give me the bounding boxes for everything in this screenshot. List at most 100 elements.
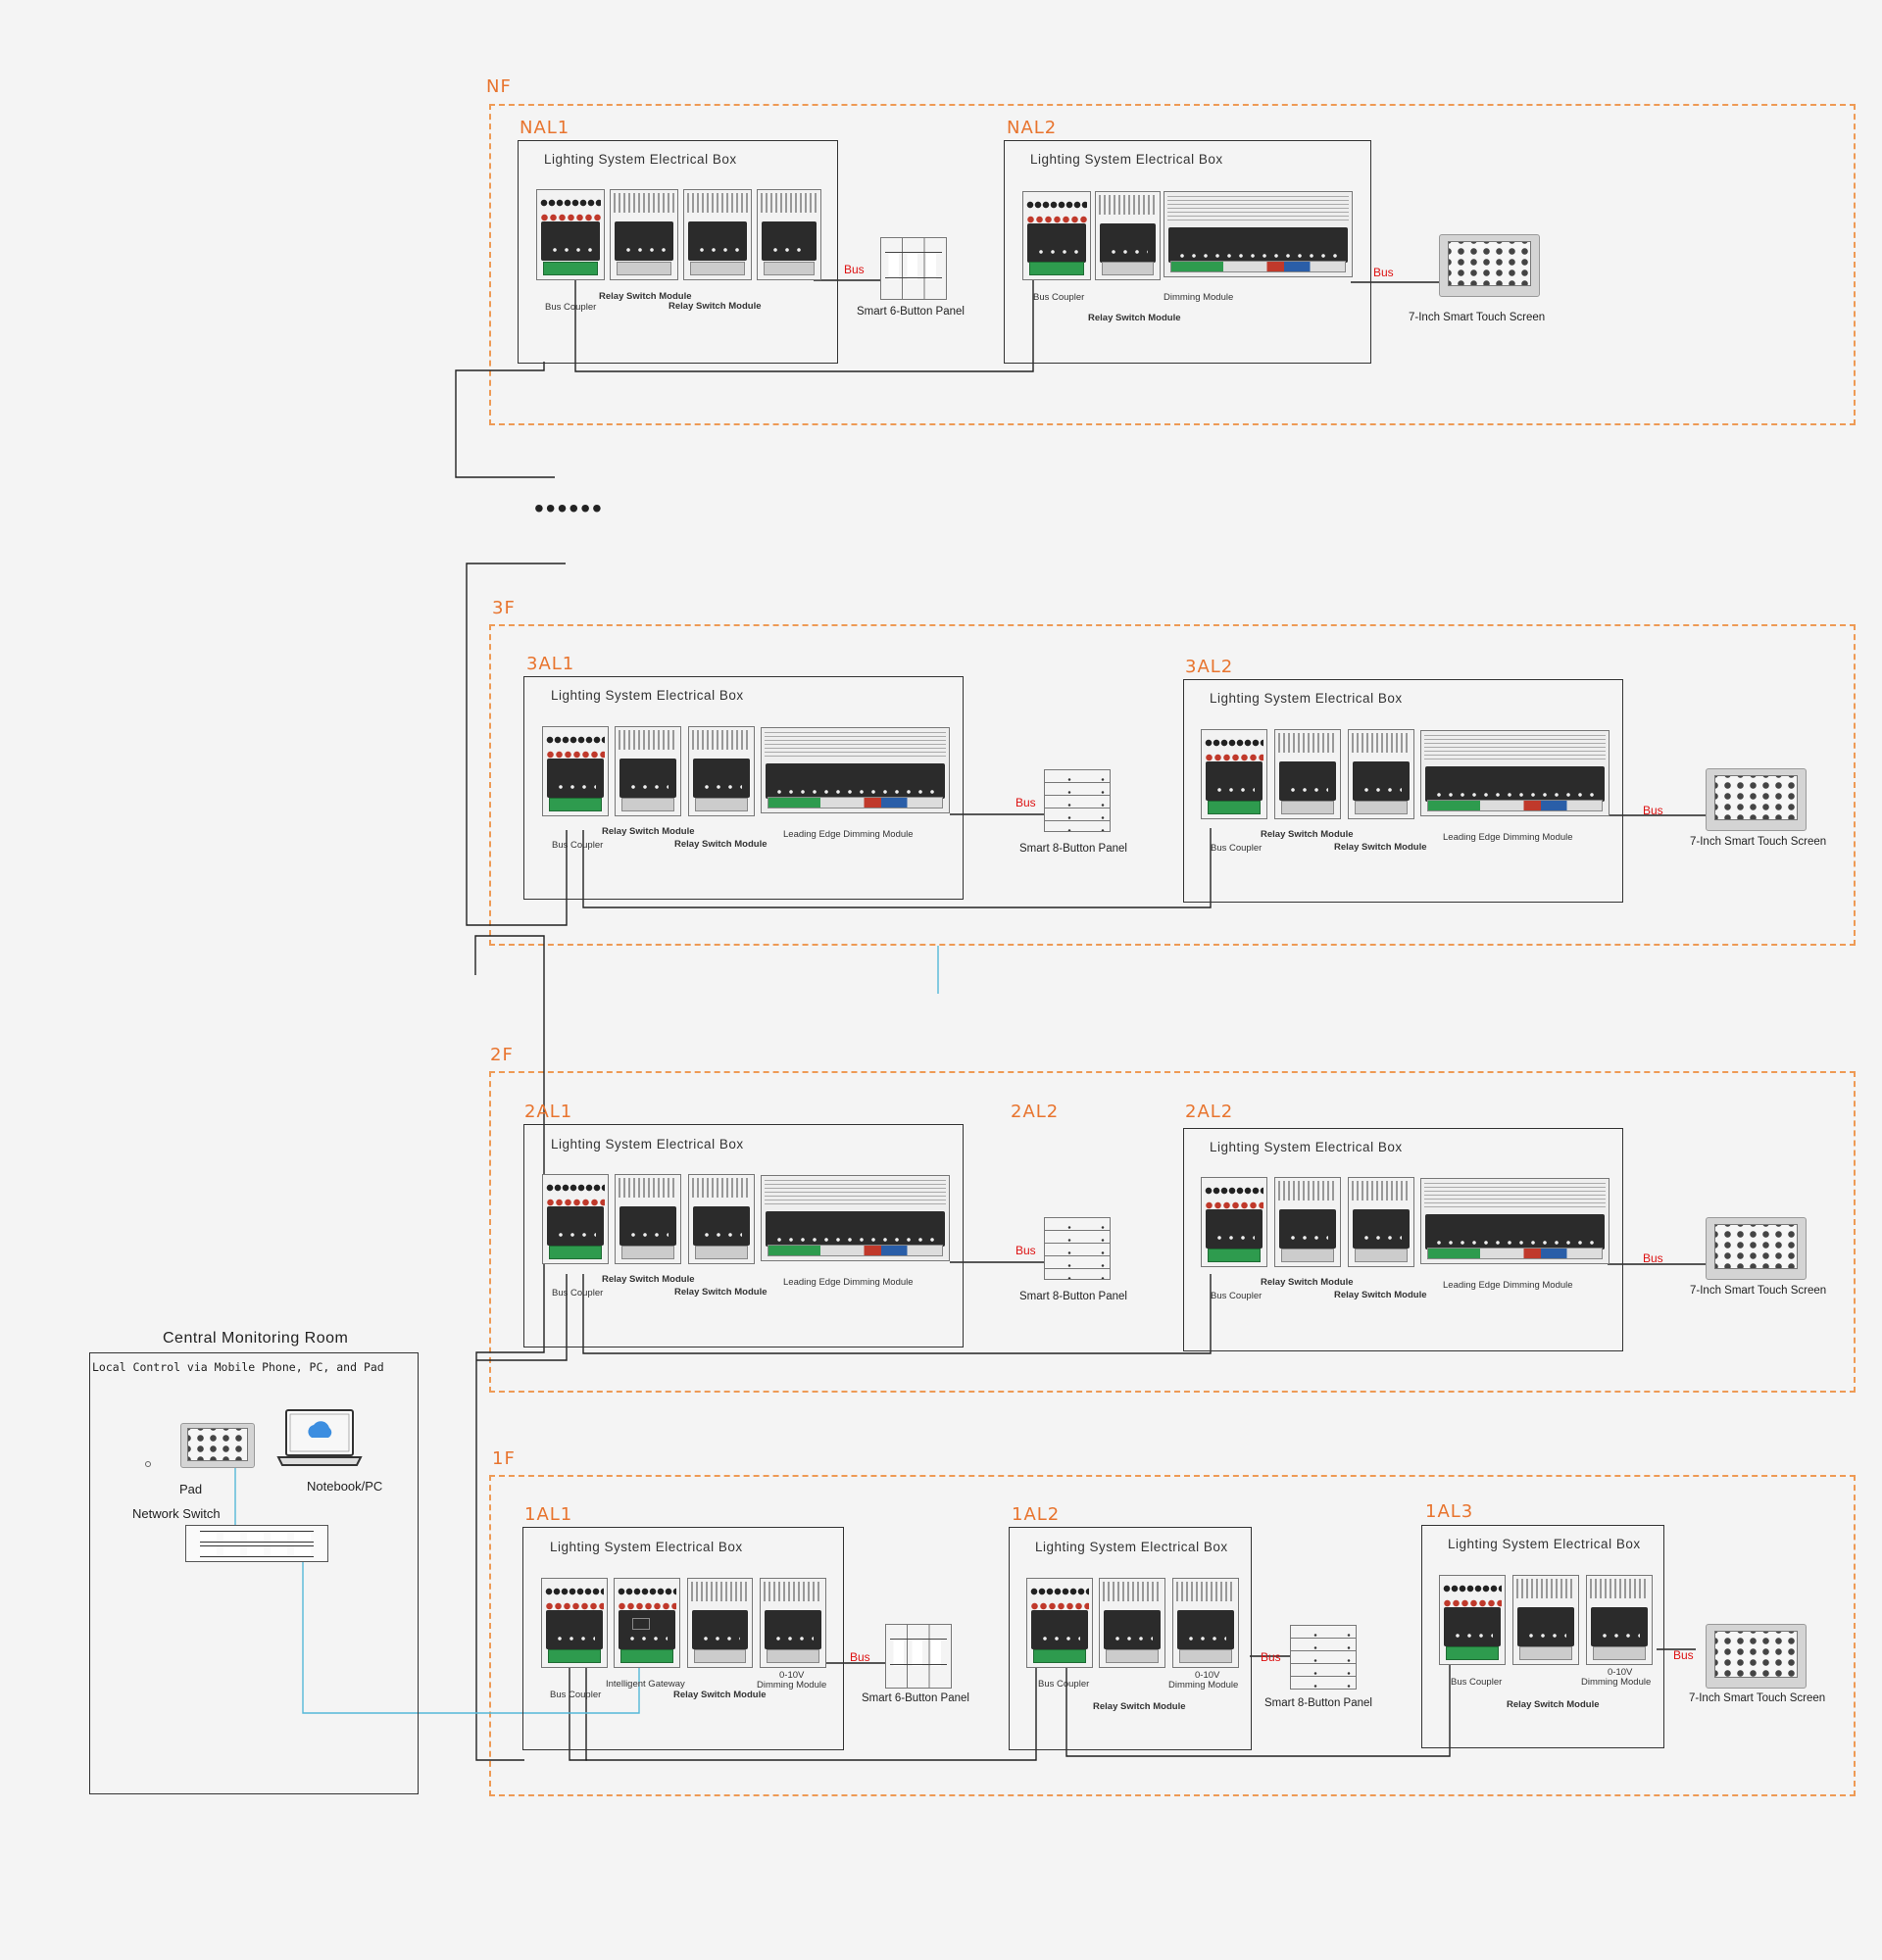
3al1-label-bus-coupler: Bus Coupler <box>552 840 604 851</box>
2al2-extra-label: 2AL2 <box>1011 1102 1060 1122</box>
1al1-label: 1AL1 <box>524 1504 573 1525</box>
1al2-label: 1AL2 <box>1012 1504 1061 1525</box>
1al3-electrical-box <box>1421 1525 1664 1748</box>
2al2-electrical-box <box>1183 1128 1623 1351</box>
1al1-label-dimming: Dimming Module <box>757 1680 827 1690</box>
3al1-label-relay-2: Relay Switch Module <box>674 839 768 850</box>
1al2-smart-8-button-panel <box>1290 1625 1357 1690</box>
nal1-label-relay-2: Relay Switch Module <box>669 301 762 312</box>
nal1-relay-module-2 <box>683 189 752 280</box>
3al2-label-bus-coupler: Bus Coupler <box>1211 843 1263 854</box>
2al2-bus-coupler <box>1201 1177 1267 1267</box>
1al1-relay-module <box>687 1578 753 1668</box>
2al1-label-relay-2: Relay Switch Module <box>674 1287 768 1298</box>
nal2-label-dimming: Dimming Module <box>1164 292 1234 303</box>
notebook-label: Notebook/PC <box>307 1479 383 1494</box>
2al2-label-dimming: Leading Edge Dimming Module <box>1443 1280 1573 1291</box>
3al1-electrical-box <box>523 676 964 900</box>
3al2-label-relay-2: Relay Switch Module <box>1334 842 1427 853</box>
2al2-label: 2AL2 <box>1185 1102 1234 1122</box>
network-switch-label: Network Switch <box>132 1506 221 1521</box>
1al2-bus-coupler <box>1026 1578 1093 1668</box>
3al2-7-inch-touch-screen <box>1706 768 1807 831</box>
1al1-panel-label: Smart 6-Button Panel <box>862 1692 969 1704</box>
1al3-panel-label: 7-Inch Smart Touch Screen <box>1689 1692 1826 1704</box>
1al2-bus-label: Bus <box>1261 1650 1281 1664</box>
1al1-label-0-10v: 0-10V <box>779 1670 805 1681</box>
nal2-label-relay: Relay Switch Module <box>1088 313 1181 323</box>
2al2-7-inch-touch-screen <box>1706 1217 1807 1280</box>
1al1-0-10v-dimming-module <box>760 1578 826 1668</box>
2al1-leading-edge-dimming-module <box>761 1175 950 1261</box>
nal2-label: NAL2 <box>1007 118 1058 138</box>
3al1-smart-8-button-panel <box>1044 769 1111 832</box>
3al2-relay-module-2 <box>1348 729 1414 819</box>
3al1-label-relay-1: Relay Switch Module <box>602 826 695 837</box>
nal1-relay-module-1 <box>610 189 678 280</box>
3al1-box-title: Lighting System Electrical Box <box>551 688 744 703</box>
1al3-0-10v-dimming-module <box>1586 1575 1653 1665</box>
floor-nf-label: NF <box>486 76 512 97</box>
nal2-7-inch-touch-screen <box>1439 234 1540 297</box>
3al1-label: 3AL1 <box>526 654 575 674</box>
2al1-box-title: Lighting System Electrical Box <box>551 1137 744 1152</box>
2al1-relay-module-1 <box>615 1174 681 1264</box>
1al2-box-title: Lighting System Electrical Box <box>1035 1540 1228 1554</box>
central-room-subtitle: Local Control via Mobile Phone, PC, and … <box>92 1360 384 1374</box>
1al1-label-gateway: Intelligent Gateway <box>606 1679 685 1690</box>
nal1-smart-6-button-panel <box>880 237 947 300</box>
2al2-relay-module-1 <box>1274 1177 1341 1267</box>
2al2-bus-label: Bus <box>1643 1251 1663 1265</box>
3al2-relay-module-1 <box>1274 729 1341 819</box>
1al3-7-inch-touch-screen <box>1706 1624 1807 1689</box>
1al2-electrical-box <box>1009 1527 1252 1750</box>
floor-1f-zone <box>489 1475 1856 1796</box>
central-room-title: Central Monitoring Room <box>163 1330 349 1347</box>
nal2-box-title: Lighting System Electrical Box <box>1030 152 1223 167</box>
pad-device <box>180 1423 255 1468</box>
2al2-label-bus-coupler: Bus Coupler <box>1211 1291 1263 1301</box>
floor-3f-zone <box>489 624 1856 946</box>
1al3-label-dimming: Dimming Module <box>1581 1677 1652 1688</box>
continuation-dots: •••••• <box>534 493 604 523</box>
1al1-smart-6-button-panel <box>885 1624 952 1689</box>
floor-nf-zone <box>489 104 1856 425</box>
nal2-dimming-module <box>1164 191 1353 277</box>
3al2-box-title: Lighting System Electrical Box <box>1210 691 1403 706</box>
nal1-panel-label: Smart 6-Button Panel <box>857 306 965 318</box>
1al1-bus-coupler <box>541 1578 608 1668</box>
2al1-label: 2AL1 <box>524 1102 573 1122</box>
2al1-smart-8-button-panel <box>1044 1217 1111 1280</box>
1al1-electrical-box <box>522 1527 844 1750</box>
1al1-label-relay: Relay Switch Module <box>673 1690 767 1700</box>
2al1-label-bus-coupler: Bus Coupler <box>552 1288 604 1298</box>
1al1-label-bus-coupler: Bus Coupler <box>550 1690 602 1700</box>
floor-1f-label: 1F <box>492 1448 516 1469</box>
3al1-bus-coupler <box>542 726 609 816</box>
1al3-bus-coupler <box>1439 1575 1506 1665</box>
1al1-intelligent-gateway <box>614 1578 680 1668</box>
2al2-label-relay-2: Relay Switch Module <box>1334 1290 1427 1300</box>
3al1-bus-label: Bus <box>1015 796 1036 809</box>
2al1-bus-label: Bus <box>1015 1244 1036 1257</box>
3al1-panel-label: Smart 8-Button Panel <box>1019 843 1127 855</box>
pad-label: Pad <box>179 1482 203 1496</box>
3al1-label-dimming: Leading Edge Dimming Module <box>783 829 914 840</box>
3al1-leading-edge-dimming-module <box>761 727 950 813</box>
2al2-box-title: Lighting System Electrical Box <box>1210 1140 1403 1154</box>
1al3-box-title: Lighting System Electrical Box <box>1448 1537 1641 1551</box>
1al2-0-10v-dimming-module <box>1172 1578 1239 1668</box>
pad-indicator-dot <box>145 1461 151 1467</box>
1al2-relay-module <box>1099 1578 1165 1668</box>
2al1-electrical-box <box>523 1124 964 1348</box>
network-switch-device <box>185 1525 328 1562</box>
2al2-label-relay-1: Relay Switch Module <box>1261 1277 1354 1288</box>
3al2-bus-coupler <box>1201 729 1267 819</box>
2al1-relay-module-2 <box>688 1174 755 1264</box>
3al2-electrical-box <box>1183 679 1623 903</box>
nal2-panel-label: 7-Inch Smart Touch Screen <box>1409 312 1546 323</box>
nal2-bus-label: Bus <box>1373 266 1394 279</box>
2al2-panel-label: 7-Inch Smart Touch Screen <box>1690 1285 1827 1297</box>
1al3-label-bus-coupler: Bus Coupler <box>1451 1677 1503 1688</box>
